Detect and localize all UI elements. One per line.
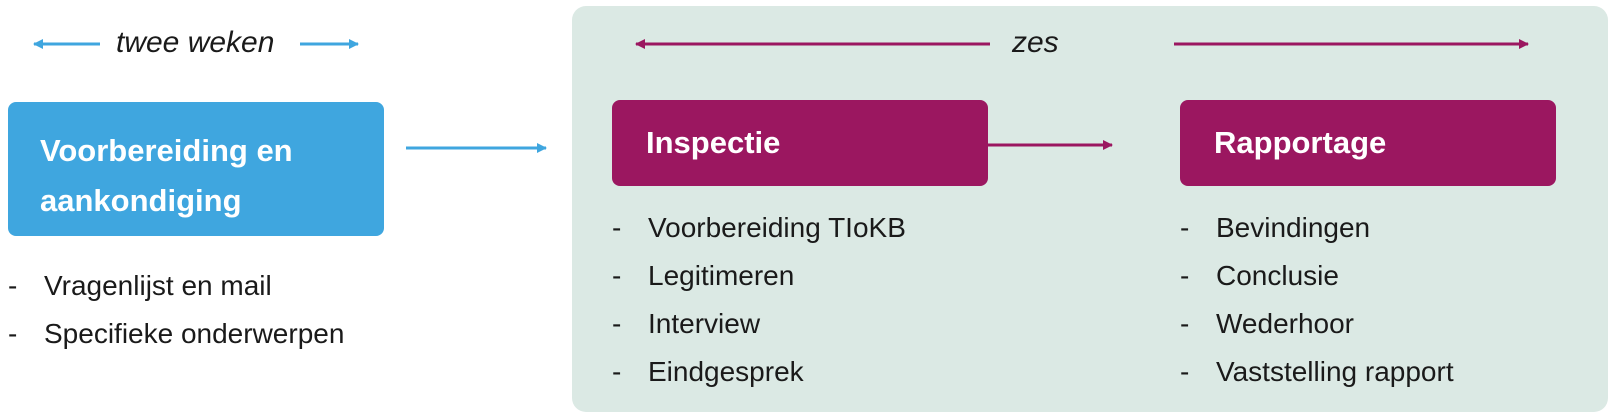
list-item-text: Eindgesprek bbox=[648, 356, 804, 387]
bullet-dash: - bbox=[1180, 260, 1190, 291]
list-item-text: Vaststelling rapport bbox=[1216, 356, 1454, 387]
phase-box-rapportage: Rapportage bbox=[1180, 100, 1556, 186]
bullet-dash: - bbox=[612, 308, 622, 339]
list-item: -Vaststelling rapport bbox=[1180, 348, 1454, 396]
phase-box-voorbereiding-line2: aankondiging bbox=[40, 183, 242, 218]
list-item-text: Wederhoor bbox=[1216, 308, 1355, 339]
list-item-text: Bevindingen bbox=[1216, 212, 1371, 243]
bullet-dash: - bbox=[1180, 356, 1190, 387]
list-item-text: Conclusie bbox=[1216, 260, 1339, 291]
bullet-dash: - bbox=[612, 212, 622, 243]
bullet-dash: - bbox=[1180, 308, 1190, 339]
bullet-dash: - bbox=[8, 318, 18, 349]
phase-box-voorbereiding: Voorbereiding en aankondiging bbox=[8, 102, 384, 236]
phase-box-inspectie-label: Inspectie bbox=[646, 125, 781, 160]
list-item-text: Vragenlijst en mail bbox=[44, 270, 272, 301]
bullet-list-rapportage: -Bevindingen -Conclusie -Wederhoor -Vast… bbox=[1180, 204, 1454, 396]
list-item: -Eindgesprek bbox=[612, 348, 906, 396]
bullet-dash: - bbox=[1180, 212, 1190, 243]
bullet-dash: - bbox=[612, 356, 622, 387]
list-item: -Specifieke onderwerpen bbox=[8, 310, 344, 358]
list-item: -Wederhoor bbox=[1180, 300, 1454, 348]
list-item: -Conclusie bbox=[1180, 252, 1454, 300]
phase-panel-background bbox=[572, 6, 1608, 412]
bullet-list-voorbereiding: -Vragenlijst en mail -Specifieke onderwe… bbox=[8, 262, 344, 358]
duration-label-zes: zes bbox=[1012, 26, 1059, 59]
phase-box-rapportage-label: Rapportage bbox=[1214, 125, 1387, 160]
list-item: -Legitimeren bbox=[612, 252, 906, 300]
bullet-dash: - bbox=[612, 260, 622, 291]
bullet-list-inspectie: -Voorbereiding TIoKB -Legitimeren -Inter… bbox=[612, 204, 906, 396]
list-item-text: Legitimeren bbox=[648, 260, 795, 291]
duration-label-twee-weken: twee weken bbox=[116, 26, 275, 59]
list-item-text: Interview bbox=[648, 308, 761, 339]
list-item: -Vragenlijst en mail bbox=[8, 262, 344, 310]
list-item: -Bevindingen bbox=[1180, 204, 1454, 252]
phase-box-inspectie: Inspectie bbox=[612, 100, 988, 186]
list-item-text: Specifieke onderwerpen bbox=[44, 318, 345, 349]
list-item: -Interview bbox=[612, 300, 906, 348]
phase-box-voorbereiding-line1: Voorbereiding en bbox=[40, 133, 293, 168]
list-item-text: Voorbereiding TIoKB bbox=[648, 212, 906, 243]
bullet-dash: - bbox=[8, 270, 18, 301]
list-item: -Voorbereiding TIoKB bbox=[612, 204, 906, 252]
